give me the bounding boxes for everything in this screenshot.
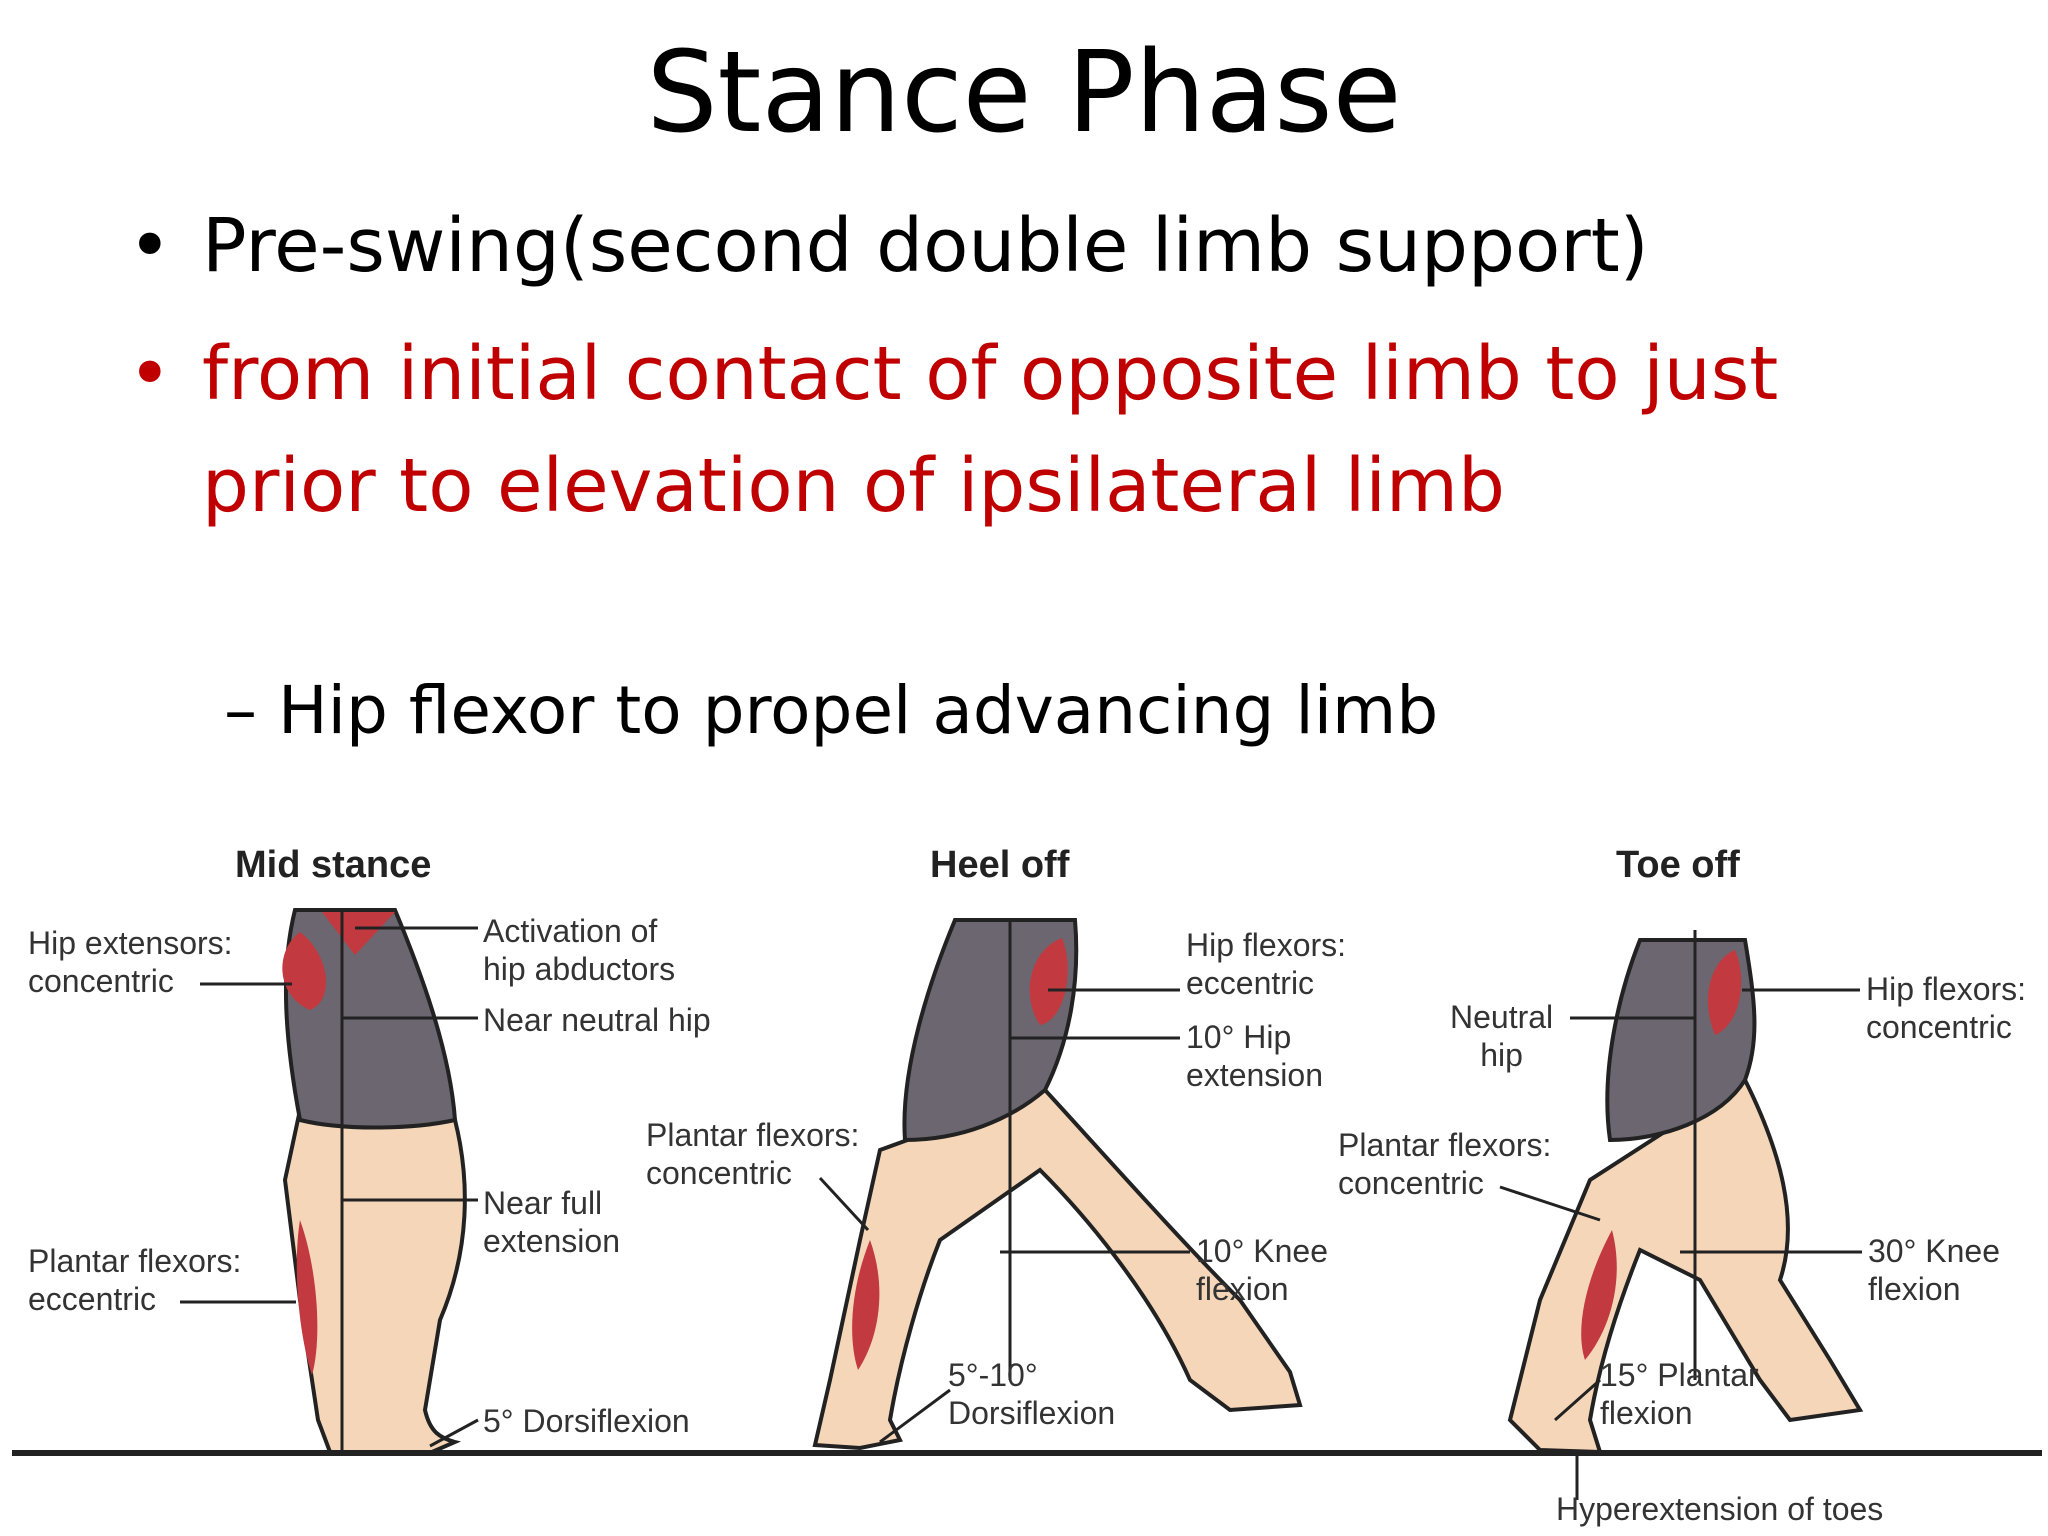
bullet-dot: • [128, 203, 172, 289]
sub-bullet: – Hip flexor to propel advancing limb [224, 672, 1438, 749]
mid-hip-extensor-muscle [282, 932, 327, 1010]
sub-bullet-text: Hip flexor to propel advancing limb [277, 672, 1439, 749]
heel-off-leg [812, 918, 1303, 1451]
slide-title: Stance Phase [646, 28, 1402, 158]
heel-hip-flexor-muscle [1029, 938, 1068, 1025]
label-toe-hip-flexors: Hip flexors: concentric [1866, 971, 2027, 1045]
label-heel-knee-flexion: 10° Knee flexion [1196, 1233, 1329, 1307]
gait-figure: Mid stance Heel off Toe off Hip extensor… [0, 820, 2048, 1536]
gait-illustration [12, 908, 2042, 1500]
toe-off-leg [1507, 930, 1864, 1455]
leader-lines [180, 926, 1862, 1500]
leader-mid-dorsi [429, 1418, 479, 1448]
heel-leg-skin [812, 1087, 1303, 1451]
label-heel-hip-extension: 10° Hip extension [1186, 1019, 1323, 1093]
label-mid-dorsiflexion: 5° Dorsiflexion [483, 1403, 690, 1439]
label-heel-plantar-flexors: Plantar flexors: concentric [646, 1117, 860, 1191]
mid-leg-skin [282, 1107, 467, 1454]
label-heel-hip-flexors: Hip flexors: eccentric [1186, 927, 1347, 1001]
label-mid-full-extension: Near full extension [483, 1185, 620, 1259]
mid-abductor-muscle [322, 912, 395, 955]
label-mid-hip-abductors: Activation of hip abductors [483, 913, 676, 987]
label-toe-plantar-flexion: 15° Plantar flexion [1600, 1357, 1759, 1431]
toe-leg-skin [1507, 1077, 1864, 1455]
leader-heel-dorsi [879, 1388, 951, 1444]
bullet-text: from initial contact of opposite limb to… [202, 331, 1779, 529]
bullet-text: Pre-swing(second double limb support) [202, 203, 1649, 289]
leader-toe-plantar-flex [1554, 1378, 1601, 1422]
toe-plantar-muscle [1581, 1230, 1617, 1360]
dash-symbol: – [224, 672, 257, 749]
bullet-definition: • from initial contact of opposite limb … [128, 318, 1928, 542]
heel-plantar-muscle [852, 1240, 880, 1370]
mid-plantar-muscle [296, 1220, 318, 1375]
toe-hip-flexor-muscle [1707, 950, 1742, 1035]
phase-label-heel-off: Heel off [930, 844, 1070, 886]
label-mid-neutral-hip: Near neutral hip [483, 1002, 711, 1038]
label-toe-hyperextension: Hyperextension of toes [1556, 1491, 1884, 1527]
bullet-pre-swing: • Pre-swing(second double limb support) [128, 190, 1649, 302]
phase-label-mid-stance: Mid stance [235, 844, 432, 886]
label-toe-plantar-flexors: Plantar flexors: concentric [1338, 1127, 1552, 1201]
label-toe-knee-flexion: 30° Knee flexion [1868, 1233, 2001, 1307]
leader-toe-plantar [1499, 1185, 1601, 1222]
label-toe-neutral-hip: Neutral hip [1450, 999, 1554, 1073]
label-heel-dorsiflexion: 5°-10° Dorsiflexion [948, 1357, 1116, 1431]
label-mid-hip-extensors: Hip extensors: concentric [28, 925, 233, 999]
mid-stance-leg [282, 908, 467, 1454]
ground-line [12, 1450, 2042, 1456]
bullet-dot: • [128, 331, 172, 417]
label-mid-plantar-flexors: Plantar flexors: eccentric [28, 1243, 242, 1317]
phase-label-toe-off: Toe off [1616, 844, 1740, 886]
leader-heel-plantar [818, 1176, 870, 1232]
